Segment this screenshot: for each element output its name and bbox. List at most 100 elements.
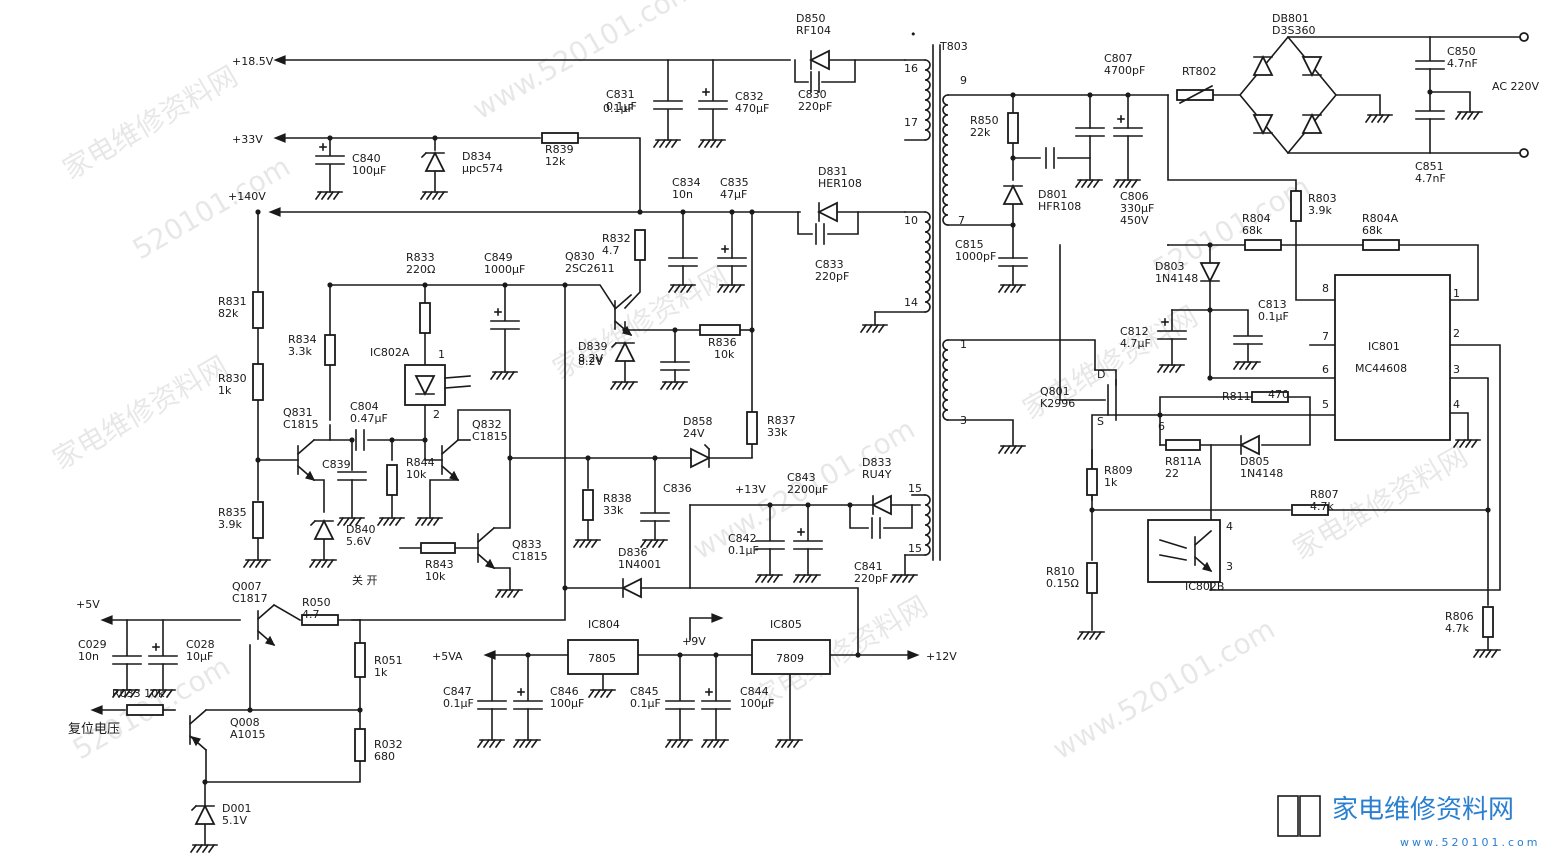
diode-db801d bbox=[1301, 112, 1323, 134]
ground-symbol bbox=[667, 283, 696, 294]
transistor-q831 bbox=[296, 438, 316, 482]
label-r050-ref: R050 bbox=[302, 596, 331, 609]
label-q008-ref: Q008 bbox=[230, 716, 260, 729]
capacitor-c849 bbox=[490, 308, 520, 330]
brand-logo-icon bbox=[1277, 795, 1321, 837]
resistor-r838 bbox=[582, 489, 594, 521]
wire bbox=[883, 504, 913, 529]
wire bbox=[1287, 396, 1311, 416]
diode-d839 bbox=[610, 340, 636, 362]
diode-db801c bbox=[1252, 114, 1274, 136]
capacitor-c813 bbox=[1233, 335, 1263, 345]
q801-pin6: 6 bbox=[1158, 420, 1165, 433]
label-q801-ref: Q801 bbox=[1040, 385, 1070, 398]
label-c812-ref: C812 bbox=[1120, 325, 1149, 338]
label-d839-v: 8.2V bbox=[578, 355, 603, 368]
label-c843-value: 2200μF bbox=[787, 483, 828, 496]
label-c806-ref: C806 bbox=[1120, 190, 1149, 203]
label-q832-value: C1815 bbox=[472, 430, 508, 443]
label-r032-value: 680 bbox=[374, 750, 395, 763]
transformer-t803 bbox=[932, 44, 941, 561]
diode-d858 bbox=[690, 443, 712, 469]
label-db801-ref: DB801 bbox=[1272, 12, 1309, 25]
diode-d836 bbox=[620, 577, 642, 599]
wire bbox=[313, 479, 325, 513]
label-c804-ref: C804 bbox=[350, 400, 379, 413]
ground-symbol bbox=[1076, 630, 1105, 641]
junction bbox=[1010, 155, 1016, 161]
label-r834-value: 3.3k bbox=[288, 345, 312, 358]
ic801-pin-3: 3 bbox=[1453, 363, 1460, 376]
wire bbox=[623, 259, 641, 310]
junction bbox=[1427, 89, 1433, 95]
label-r810-value: 0.15Ω bbox=[1046, 577, 1079, 590]
tpin-1: 1 bbox=[960, 338, 967, 351]
ic801-pin-7: 7 bbox=[1322, 330, 1329, 343]
label-d836-value: 1N4001 bbox=[618, 558, 661, 571]
capacitor-c839 bbox=[337, 471, 367, 481]
resistor-r834 bbox=[324, 334, 336, 366]
wire bbox=[821, 59, 856, 83]
diode-d833 bbox=[870, 494, 892, 516]
label-ic802a-pin1: 1 bbox=[438, 348, 445, 361]
rail-label-5v: +5V bbox=[76, 598, 100, 611]
label-q833-value: C1815 bbox=[512, 550, 548, 563]
label-ic802a-ref: IC802A bbox=[370, 346, 410, 359]
rail-label-140v: +140V bbox=[228, 190, 266, 203]
junction bbox=[767, 502, 773, 508]
junction bbox=[389, 437, 395, 443]
label-d839-value: 8.2V bbox=[578, 352, 603, 365]
resistor-r830 bbox=[252, 363, 264, 401]
label-c831-val2: 0.1μF bbox=[603, 102, 634, 115]
ground-symbol bbox=[489, 370, 518, 381]
bridge-db801 bbox=[1238, 35, 1338, 155]
ground-symbol bbox=[494, 588, 523, 599]
resistor-r809 bbox=[1086, 468, 1098, 496]
label-c029-ref: C029 bbox=[78, 638, 107, 651]
optocoupler-ic802a bbox=[404, 364, 471, 406]
label-c835-ref: C835 bbox=[720, 176, 749, 189]
wire bbox=[493, 567, 511, 591]
label-d805-ref: D805 bbox=[1240, 455, 1269, 468]
ground-symbol bbox=[242, 558, 271, 569]
label-d803-ref: D803 bbox=[1155, 260, 1184, 273]
ground-symbol bbox=[587, 688, 616, 699]
capacitor-c835 bbox=[717, 245, 747, 267]
label-d801-ref: D801 bbox=[1038, 188, 1067, 201]
label-c839-ref: C839 bbox=[322, 458, 351, 471]
ic801-ref: IC801 bbox=[1368, 340, 1400, 353]
junction bbox=[1157, 412, 1163, 418]
junction bbox=[525, 652, 531, 658]
label-r830-value: 1k bbox=[218, 384, 232, 397]
capacitor-c836 bbox=[640, 512, 670, 522]
label-c847-ref: C847 bbox=[443, 685, 472, 698]
label-r811a-ref: R811A bbox=[1165, 455, 1202, 468]
wire bbox=[641, 587, 859, 656]
label-d805-value: 1N4148 bbox=[1240, 467, 1283, 480]
label-r838-ref: R838 bbox=[603, 492, 632, 505]
label-r804-ref: R804 bbox=[1242, 212, 1271, 225]
label-d833-value: RU4Y bbox=[862, 468, 892, 481]
ac-terminal[interactable] bbox=[1519, 148, 1529, 158]
wire bbox=[249, 644, 361, 711]
label-q831-ref: Q831 bbox=[283, 406, 313, 419]
watermark-text: www.520101.com bbox=[467, 0, 701, 126]
junction bbox=[847, 502, 853, 508]
wire bbox=[1398, 244, 1479, 301]
wire bbox=[1209, 344, 1501, 591]
ac-terminal[interactable] bbox=[1519, 32, 1529, 42]
wire bbox=[493, 457, 511, 529]
wire bbox=[1429, 91, 1471, 113]
label-c830-ref: C830 bbox=[798, 88, 827, 101]
resistor-r839 bbox=[541, 132, 579, 144]
resistor-r850 bbox=[1007, 112, 1019, 144]
output-arrow bbox=[273, 55, 286, 65]
label-r833-ref: R833 bbox=[406, 251, 435, 264]
ground-symbol bbox=[111, 688, 140, 699]
resistor-r831 bbox=[252, 291, 264, 329]
ic801-pin-8: 8 bbox=[1322, 282, 1329, 295]
label-c832-ref: C832 bbox=[735, 90, 764, 103]
label-c845-ref: C845 bbox=[630, 685, 659, 698]
transistor-ic802b bbox=[1193, 529, 1213, 573]
